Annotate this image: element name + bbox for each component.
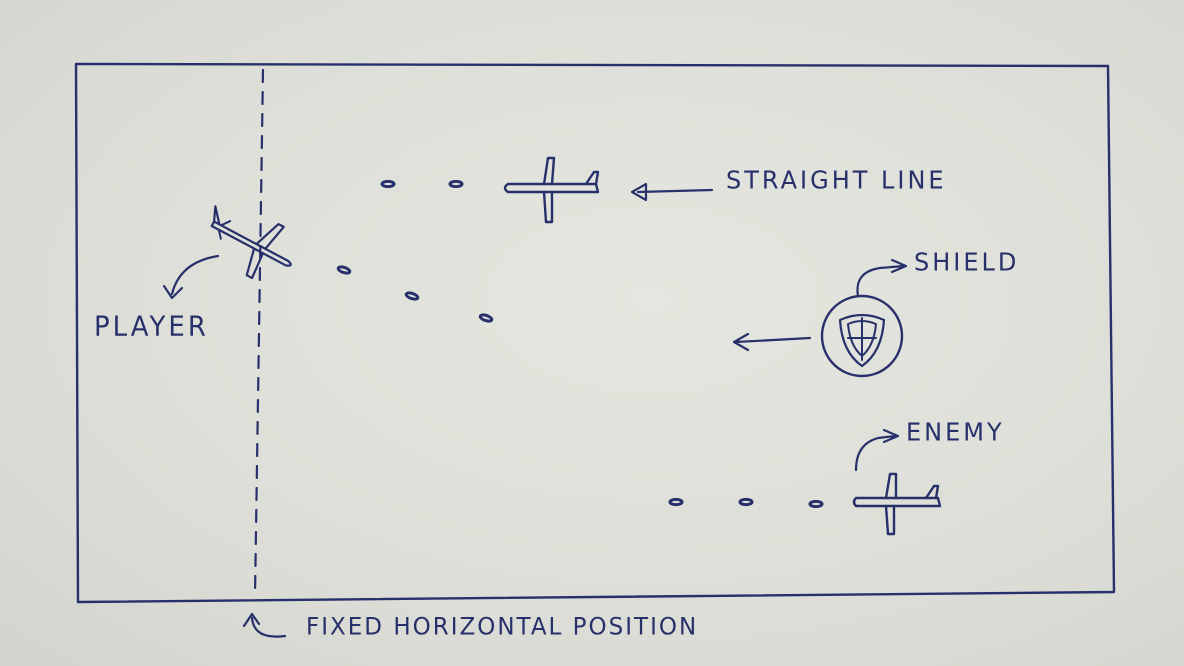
- player-bullets: [336, 265, 494, 323]
- straight-line-arrow-icon: [630, 182, 714, 202]
- shield-powerup-icon: [820, 294, 904, 378]
- shield-label-arrow-icon: [856, 258, 908, 298]
- enemy-label-arrow-icon: [854, 428, 900, 472]
- game-area-border: [74, 62, 1116, 604]
- player-arrow-icon: [162, 254, 220, 300]
- player-plane-icon: [210, 205, 292, 280]
- straight-enemy-bullets: [380, 179, 464, 189]
- fixed-position-arrow-icon: [242, 612, 287, 638]
- straight-line-label: STRAIGHT LINE: [726, 165, 947, 195]
- straight-enemy-plane-icon: [503, 156, 600, 224]
- enemy-label: ENEMY: [906, 417, 1005, 447]
- fixed-position-label: FIXED HORIZONTAL POSITION: [306, 613, 699, 641]
- shield-movement-arrow-icon: [732, 332, 812, 352]
- fixed-position-line: [253, 68, 265, 598]
- shield-label: SHIELD: [914, 247, 1020, 277]
- enemy-bullets: [668, 497, 824, 509]
- player-label: PLAYER: [94, 311, 209, 343]
- enemy-plane-icon: [852, 472, 942, 536]
